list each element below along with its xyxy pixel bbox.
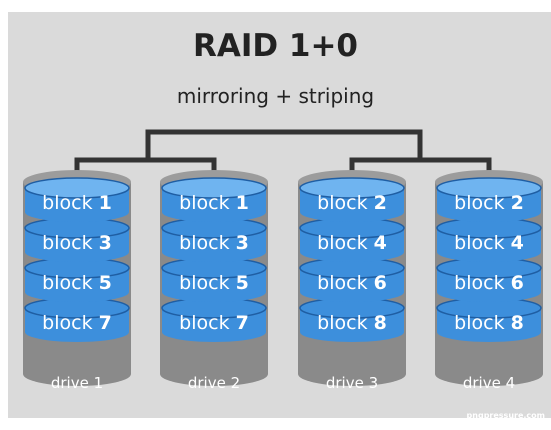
block-word: block bbox=[179, 192, 236, 214]
block-label: block 3 bbox=[160, 232, 268, 254]
block-label: block 1 bbox=[160, 192, 268, 214]
platter-top bbox=[436, 177, 542, 199]
diagram-subtitle: mirroring + striping bbox=[176, 84, 375, 108]
block-number: 3 bbox=[235, 232, 249, 254]
block-word: block bbox=[42, 272, 99, 294]
block-word: block bbox=[42, 232, 99, 254]
block-word: block bbox=[454, 272, 511, 294]
drive-cylinder bbox=[435, 170, 543, 386]
block-number: 7 bbox=[98, 312, 112, 334]
block-label: block 4 bbox=[435, 232, 543, 254]
block-number: 5 bbox=[235, 272, 249, 294]
block-label: block 5 bbox=[160, 272, 268, 294]
drive-label: drive 2 bbox=[187, 374, 241, 392]
block-number: 7 bbox=[235, 312, 249, 334]
block-number: 4 bbox=[373, 232, 387, 254]
platter-top bbox=[299, 177, 405, 199]
block-label: block 8 bbox=[298, 312, 406, 334]
drive-label: drive 3 bbox=[325, 374, 379, 392]
connector-top bbox=[145, 129, 423, 160]
drive-label: drive 4 bbox=[462, 374, 516, 392]
block-word: block bbox=[179, 232, 236, 254]
block-label: block 3 bbox=[23, 232, 131, 254]
block-word: block bbox=[454, 192, 511, 214]
block-label: block 4 bbox=[298, 232, 406, 254]
block-label: block 2 bbox=[298, 192, 406, 214]
block-label: block 7 bbox=[23, 312, 131, 334]
drive-cylinder bbox=[23, 170, 131, 386]
block-word: block bbox=[179, 272, 236, 294]
block-word: block bbox=[42, 312, 99, 334]
block-word: block bbox=[317, 272, 374, 294]
block-number: 8 bbox=[510, 312, 524, 334]
block-word: block bbox=[317, 232, 374, 254]
platter-top bbox=[24, 177, 130, 199]
block-word: block bbox=[42, 192, 99, 214]
diagram-title: RAID 1+0 bbox=[192, 28, 359, 64]
block-word: block bbox=[179, 312, 236, 334]
block-number: 3 bbox=[98, 232, 112, 254]
block-number: 2 bbox=[373, 192, 387, 214]
block-word: block bbox=[317, 192, 374, 214]
block-number: 1 bbox=[235, 192, 249, 214]
block-word: block bbox=[454, 232, 511, 254]
block-label: block 1 bbox=[23, 192, 131, 214]
watermark: pngpressure.com bbox=[466, 411, 545, 420]
block-label: block 2 bbox=[435, 192, 543, 214]
block-label: block 6 bbox=[298, 272, 406, 294]
block-label: block 6 bbox=[435, 272, 543, 294]
block-number: 5 bbox=[98, 272, 112, 294]
block-number: 6 bbox=[373, 272, 387, 294]
block-word: block bbox=[317, 312, 374, 334]
block-number: 2 bbox=[510, 192, 524, 214]
drive-label: drive 1 bbox=[50, 374, 104, 392]
block-label: block 8 bbox=[435, 312, 543, 334]
drive-cylinder bbox=[298, 170, 406, 386]
block-number: 4 bbox=[510, 232, 524, 254]
block-label: block 5 bbox=[23, 272, 131, 294]
block-number: 8 bbox=[373, 312, 387, 334]
drive-cylinder bbox=[160, 170, 268, 386]
block-number: 1 bbox=[98, 192, 112, 214]
platter-top bbox=[161, 177, 267, 199]
block-word: block bbox=[454, 312, 511, 334]
block-label: block 7 bbox=[160, 312, 268, 334]
block-number: 6 bbox=[510, 272, 524, 294]
